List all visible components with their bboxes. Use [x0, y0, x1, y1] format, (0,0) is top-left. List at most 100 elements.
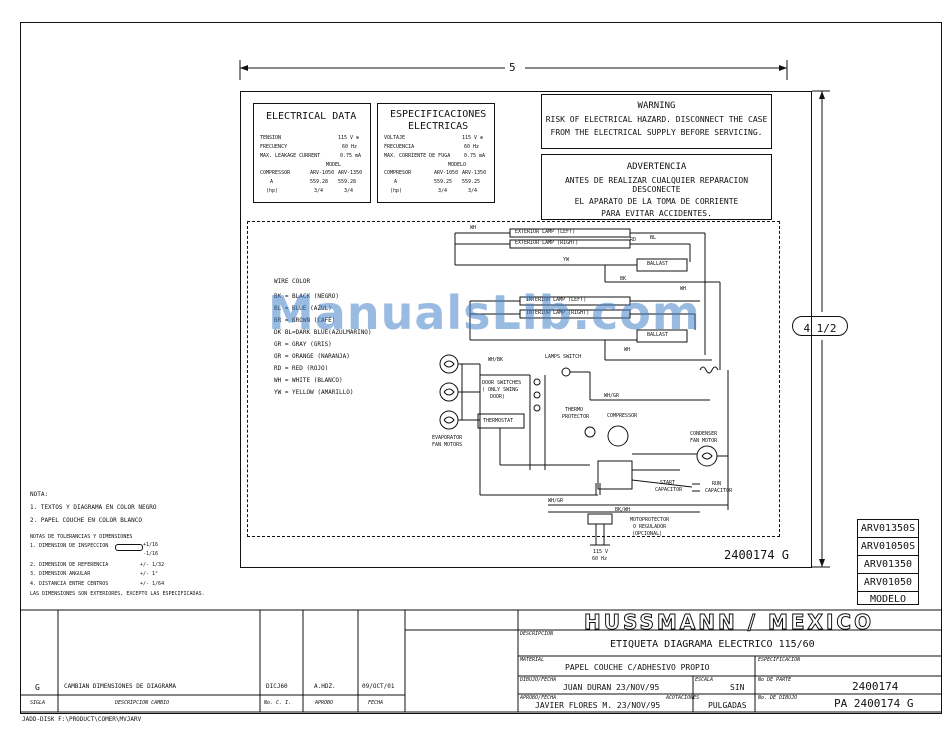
start-capacitor-label: CAPACITOR: [655, 487, 683, 493]
esp-row-1-label: FRECUENCIA: [384, 144, 415, 150]
escala-value: SIN: [730, 683, 745, 692]
wire-color-item: WH = WHITE (BLANCO): [274, 377, 343, 384]
model-item: ARV01050S: [858, 538, 918, 556]
model-header: MODELO: [869, 594, 907, 605]
condenser-label: FAN MOTOR: [690, 438, 718, 444]
wire-color-item: BL = BLUE (AZUL): [274, 305, 332, 312]
model-item: ARV01350S: [858, 520, 918, 538]
footer-file-path: JADD-DISK F:\PRODUCT\COMER\MVJARV: [22, 716, 142, 723]
dibujo-value: JUAN DURAN 23/NOV/95: [563, 683, 660, 692]
lamp-label-int-right: INTERIOR LAMP (RIGHT): [526, 310, 590, 316]
tolerance-title: NOTAS DE TOLERANCIAS Y DIMENSIONES: [30, 534, 133, 540]
revision-header: DESCRIPCION CAMBIO: [115, 700, 170, 706]
run-capacitor-label: CAPACITOR: [705, 488, 733, 494]
revision-aprobo: A.HDZ.: [314, 683, 336, 690]
esp-compressor-label: COMPRESOR: [384, 170, 412, 176]
notes-title: NOTA:: [30, 491, 49, 498]
wire-tag: RD: [630, 237, 637, 243]
ed-compressor-label: COMPRESSOR: [260, 170, 291, 176]
wire-color-item: BR = BROWN (CAFE): [274, 317, 336, 324]
wire-color-item: BK = BLACK (NEGRO): [274, 293, 340, 300]
thermo-protector-label: PROTECTOR: [562, 414, 590, 420]
warning-line-1: RISK OF ELECTRICAL HAZARD. DISCONNECT TH…: [545, 115, 768, 124]
esp-row-0-value: 115 V ⊕: [462, 135, 484, 141]
wire-color-item: RD = RED (ROJO): [274, 365, 329, 372]
schematic-area: [247, 221, 780, 537]
esp-row-1-value: 60 Hz: [464, 144, 480, 150]
warning-line-2: FROM THE ELECTRICAL SUPPLY BEFORE SERVIC…: [550, 128, 763, 137]
acotaciones-value: PULGADAS: [708, 701, 747, 710]
esp-model-label: MODELO: [448, 162, 467, 168]
ed-model-0: ARV-1050: [310, 170, 335, 176]
run-capacitor-label: RUN: [712, 481, 722, 487]
lamp-label-ext-left: EXTERIOR LAMP (LEFT): [515, 229, 576, 235]
material-value: PAPEL COUCHE C/ADHESIVO PROPIO: [565, 663, 710, 672]
condenser-label: CONDENSER: [690, 431, 718, 437]
tolerance-value: +/- 1°: [140, 571, 159, 577]
electrical-data-title: ELECTRICAL DATA: [266, 111, 357, 122]
descripcion-value: ETIQUETA DIAGRAMA ELECTRICO 115/60: [610, 639, 815, 650]
tolerance-value: +/- 1/64: [140, 581, 165, 587]
esp-title-2: ELECTRICAS: [408, 121, 469, 132]
electrical-data-box: ELECTRICAL DATA TENSION 115 V ⊕ FRECUENC…: [253, 103, 371, 203]
start-capacitor-label: START: [660, 480, 676, 486]
esp-hp-label: (hp): [390, 188, 403, 194]
door-switches-label: DOOR): [490, 394, 506, 400]
wire-color-title: WIRE COLOR: [274, 278, 311, 285]
note-item: 1. TEXTOS Y DIAGRAMA EN COLOR NEGRO: [30, 504, 157, 511]
compressor-label: COMPRESSOR: [607, 413, 638, 419]
thermo-protector-label: THERMO: [565, 407, 584, 413]
no-dibujo-value: PA 2400174 G: [834, 697, 914, 710]
ed-model-1: ARV-1350: [338, 170, 363, 176]
ed-row-1-value: 60 Hz: [342, 144, 358, 150]
revision-header: FECHA: [368, 700, 384, 706]
wire-tag: WH: [470, 225, 477, 231]
wire-color-item: OR = ORANGE (NARANJA): [274, 353, 350, 360]
especificacion-label: ESPECIFICACION: [758, 657, 801, 663]
esp-row-2-value: 0.75 mA: [464, 153, 486, 159]
ed-a-0: 559.28: [310, 179, 329, 185]
esp-a-1: 559.25: [462, 179, 481, 185]
ed-row-1-label: FRECUENCY: [260, 144, 288, 150]
esp-title-1: ESPECIFICACIONES: [390, 109, 487, 120]
no-parte-value: 2400174: [852, 680, 899, 693]
wire-color-item: GR = GRAY (GRIS): [274, 341, 332, 348]
ed-row-2-value: 0.75 mA: [340, 153, 362, 159]
dimension-width: 5: [509, 61, 516, 74]
ed-hp-1: 3/4: [344, 188, 354, 194]
wire-tag: WH: [624, 347, 631, 353]
motoprotector-label: MOTOPROTECTOR: [630, 517, 670, 523]
revision-header: APROBO: [315, 700, 334, 706]
inspection-symbol: [115, 544, 143, 551]
door-switches-label: DOOR SWITCHES: [482, 380, 522, 386]
motoprotector-label: (OPCIONAL): [632, 531, 663, 537]
tolerance-value: -1/16: [143, 551, 159, 557]
model-list: ARV01350S ARV01050S ARV01350 ARV01050 MO…: [857, 519, 919, 605]
revision-sigla: G: [35, 683, 40, 692]
notes-footer: LAS DIMENSIONES SON EXTERIORES, EXCEPTO …: [30, 591, 205, 597]
watermark: ManualsLib.com: [268, 286, 701, 340]
revision-header: No. C. I.: [264, 700, 292, 706]
warning-box: WARNING RISK OF ELECTRICAL HAZARD. DISCO…: [541, 94, 772, 149]
tolerance-value: +1/16: [143, 542, 159, 548]
esp-hp-1: 3/4: [468, 188, 478, 194]
aprobo-value: JAVIER FLORES M. 23/NOV/95: [535, 701, 661, 710]
ballast-label-1: BALLAST: [647, 261, 669, 267]
esp-model-1: ARV-1350: [462, 170, 487, 176]
wire-tag: YW: [563, 257, 570, 263]
escala-label: ESCALA: [695, 677, 714, 683]
label-outline: [240, 91, 812, 568]
tolerance-label: 1. DIMENSION DE INSPECCION: [30, 543, 109, 549]
revision-description: CAMBIAN DIMENSIONES DE DIAGRAMA: [64, 683, 176, 690]
wire-tag: BK/WH: [615, 507, 631, 513]
warning-title: WARNING: [637, 101, 676, 111]
ed-a-1: 559.28: [338, 179, 357, 185]
no-parte-label: No DE PARTE: [758, 677, 792, 683]
thermostat-label: THERMOSTAT: [483, 418, 514, 424]
wire-tag: WH/GR: [548, 498, 564, 504]
ed-hp-label: (hp): [266, 188, 279, 194]
lamps-switch-label: LAMPS SWITCH: [545, 354, 582, 360]
esp-hp-0: 3/4: [438, 188, 448, 194]
ed-row-2-label: MAX. LEAKAGE CURRENT: [260, 153, 321, 159]
